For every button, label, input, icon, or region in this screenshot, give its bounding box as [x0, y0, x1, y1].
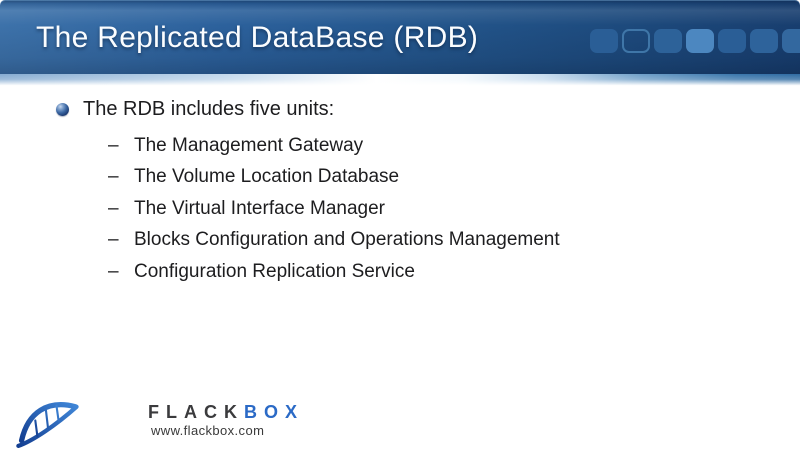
slide-header-bar: The Replicated DataBase (RDB) — [0, 0, 800, 74]
brand-name-flack: FLACK — [148, 402, 244, 422]
header-square-6 — [750, 29, 778, 53]
sub-bullet-list: – The Management Gateway – The Volume Lo… — [108, 130, 560, 288]
dash-bullet: – — [108, 197, 119, 219]
header-square-1 — [590, 29, 618, 53]
slide-title: The Replicated DataBase (RDB) — [36, 21, 479, 54]
flackbox-bridge-icon — [16, 402, 79, 448]
header-square-2 — [622, 29, 650, 53]
sub-bullet-text: The Virtual Interface Manager — [134, 197, 386, 219]
sub-bullet-item: – The Volume Location Database — [108, 162, 560, 194]
sub-bullet-item: – The Virtual Interface Manager — [108, 193, 560, 225]
dash-bullet: – — [108, 229, 119, 251]
sub-bullet-item: – Blocks Configuration and Operations Ma… — [108, 225, 560, 257]
sub-bullet-text: The Volume Location Database — [134, 166, 400, 188]
sub-bullet-item: – The Management Gateway — [108, 130, 560, 162]
sub-bullet-text: Blocks Configuration and Operations Mana… — [134, 229, 560, 251]
brand-name-box: BOX — [244, 402, 305, 422]
brand-wordmark: FLACKBOX — [148, 402, 304, 423]
header-square-7 — [782, 29, 800, 53]
sub-bullet-text: The Management Gateway — [134, 134, 364, 156]
brand-url: www.flackbox.com — [151, 423, 265, 438]
header-glow-band — [0, 74, 800, 86]
header-decoration-squares — [590, 29, 800, 53]
sub-bullet-text: Configuration Replication Service — [134, 260, 415, 282]
header-square-4 — [686, 29, 714, 53]
bullet-item: The RDB includes five units: — [56, 98, 334, 120]
dash-bullet: – — [108, 134, 119, 156]
sub-bullet-item: – Configuration Replication Service — [108, 256, 560, 288]
sphere-bullet-icon — [56, 102, 69, 116]
header-square-5 — [718, 29, 746, 53]
dash-bullet: – — [108, 260, 119, 282]
bullet-text: The RDB includes five units: — [83, 98, 335, 120]
dash-bullet: – — [108, 166, 119, 188]
header-square-3 — [654, 29, 682, 53]
